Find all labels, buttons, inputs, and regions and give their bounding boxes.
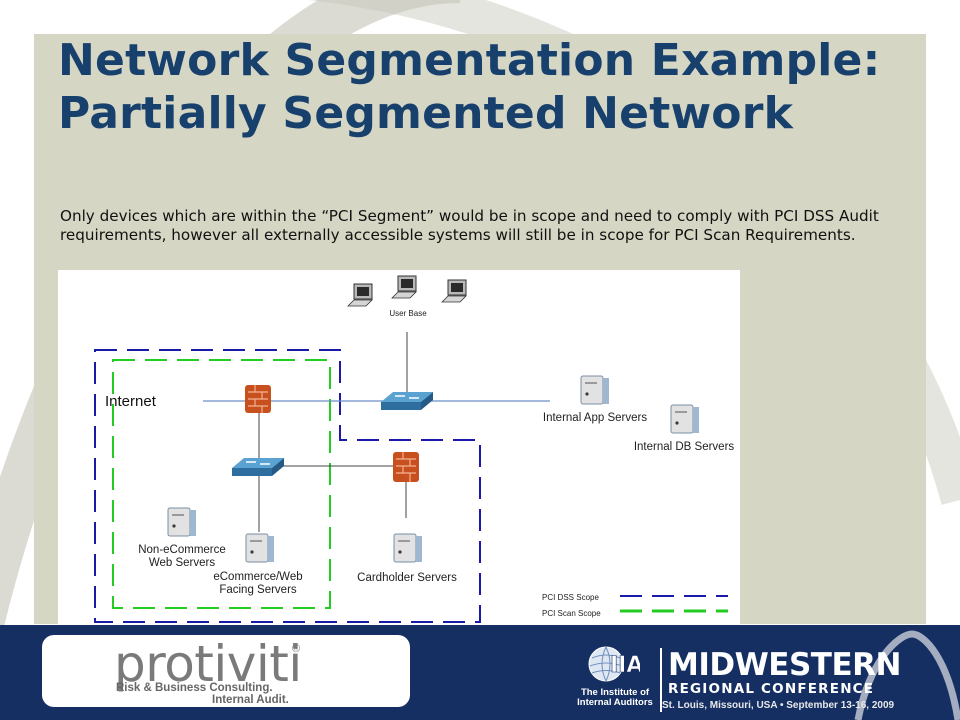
legend-label-pci-dss: PCI DSS Scope bbox=[542, 593, 599, 602]
label-internal-db-servers: Internal DB Servers bbox=[633, 441, 735, 453]
label-facing-servers: Facing Servers bbox=[219, 584, 297, 596]
workstation-icon bbox=[347, 283, 373, 307]
label-internal-app-servers: Internal App Servers bbox=[542, 412, 648, 424]
server-icon bbox=[670, 404, 699, 434]
label-web-servers: Web Servers bbox=[148, 557, 216, 569]
label-ecommerce: eCommerce/Web bbox=[213, 571, 303, 583]
server-icon bbox=[245, 533, 274, 563]
legend-label-pci-scan: PCI Scan Scope bbox=[542, 609, 601, 618]
label-non-ecommerce: Non-eCommerce bbox=[138, 544, 226, 556]
protiviti-tagline-1: Risk & Business Consulting. bbox=[116, 682, 273, 694]
svg-text:IIA: IIA bbox=[610, 653, 640, 678]
slide-body-text: Only devices which are within the “PCI S… bbox=[60, 207, 879, 244]
firewall-icon bbox=[393, 452, 419, 482]
iia-name: The Institute of Internal Auditors bbox=[577, 687, 653, 708]
protiviti-wordmark: protiviti bbox=[114, 635, 302, 693]
server-icon bbox=[393, 533, 422, 563]
footer-divider bbox=[660, 648, 662, 712]
switch-icon bbox=[381, 392, 433, 410]
conference-title: MIDWESTERN bbox=[668, 647, 901, 683]
iia-globe-icon: IIA bbox=[588, 646, 640, 682]
switch-icon bbox=[232, 458, 284, 476]
conference-location: St. Louis, Missouri, USA • September 13-… bbox=[662, 700, 895, 711]
protiviti-logo: protiviti ® Risk & Business Consulting. … bbox=[42, 635, 410, 707]
server-icon bbox=[167, 507, 196, 537]
label-internet: Internet bbox=[105, 393, 156, 410]
workstation-icon bbox=[441, 279, 467, 303]
label-cardholder-servers: Cardholder Servers bbox=[357, 572, 457, 584]
label-user-base: User Base bbox=[389, 309, 427, 318]
network-diagram: User Base Internet Internal App Servers … bbox=[58, 270, 740, 628]
gateway-arch-icon bbox=[854, 630, 960, 720]
pci-dss-scope-boundary bbox=[94, 349, 481, 623]
firewall-icon bbox=[245, 385, 271, 413]
pci-scan-scope-boundary bbox=[112, 359, 331, 609]
slide-title: Network Segmentation Example: Partially … bbox=[58, 35, 881, 139]
workstation-icon bbox=[391, 275, 417, 299]
registered-mark: ® bbox=[292, 643, 301, 655]
protiviti-tagline-2: Internal Audit. bbox=[212, 694, 289, 706]
server-icon bbox=[580, 375, 609, 405]
diagram-connections bbox=[94, 275, 728, 623]
conference-subtitle: REGIONAL CONFERENCE bbox=[668, 681, 875, 697]
